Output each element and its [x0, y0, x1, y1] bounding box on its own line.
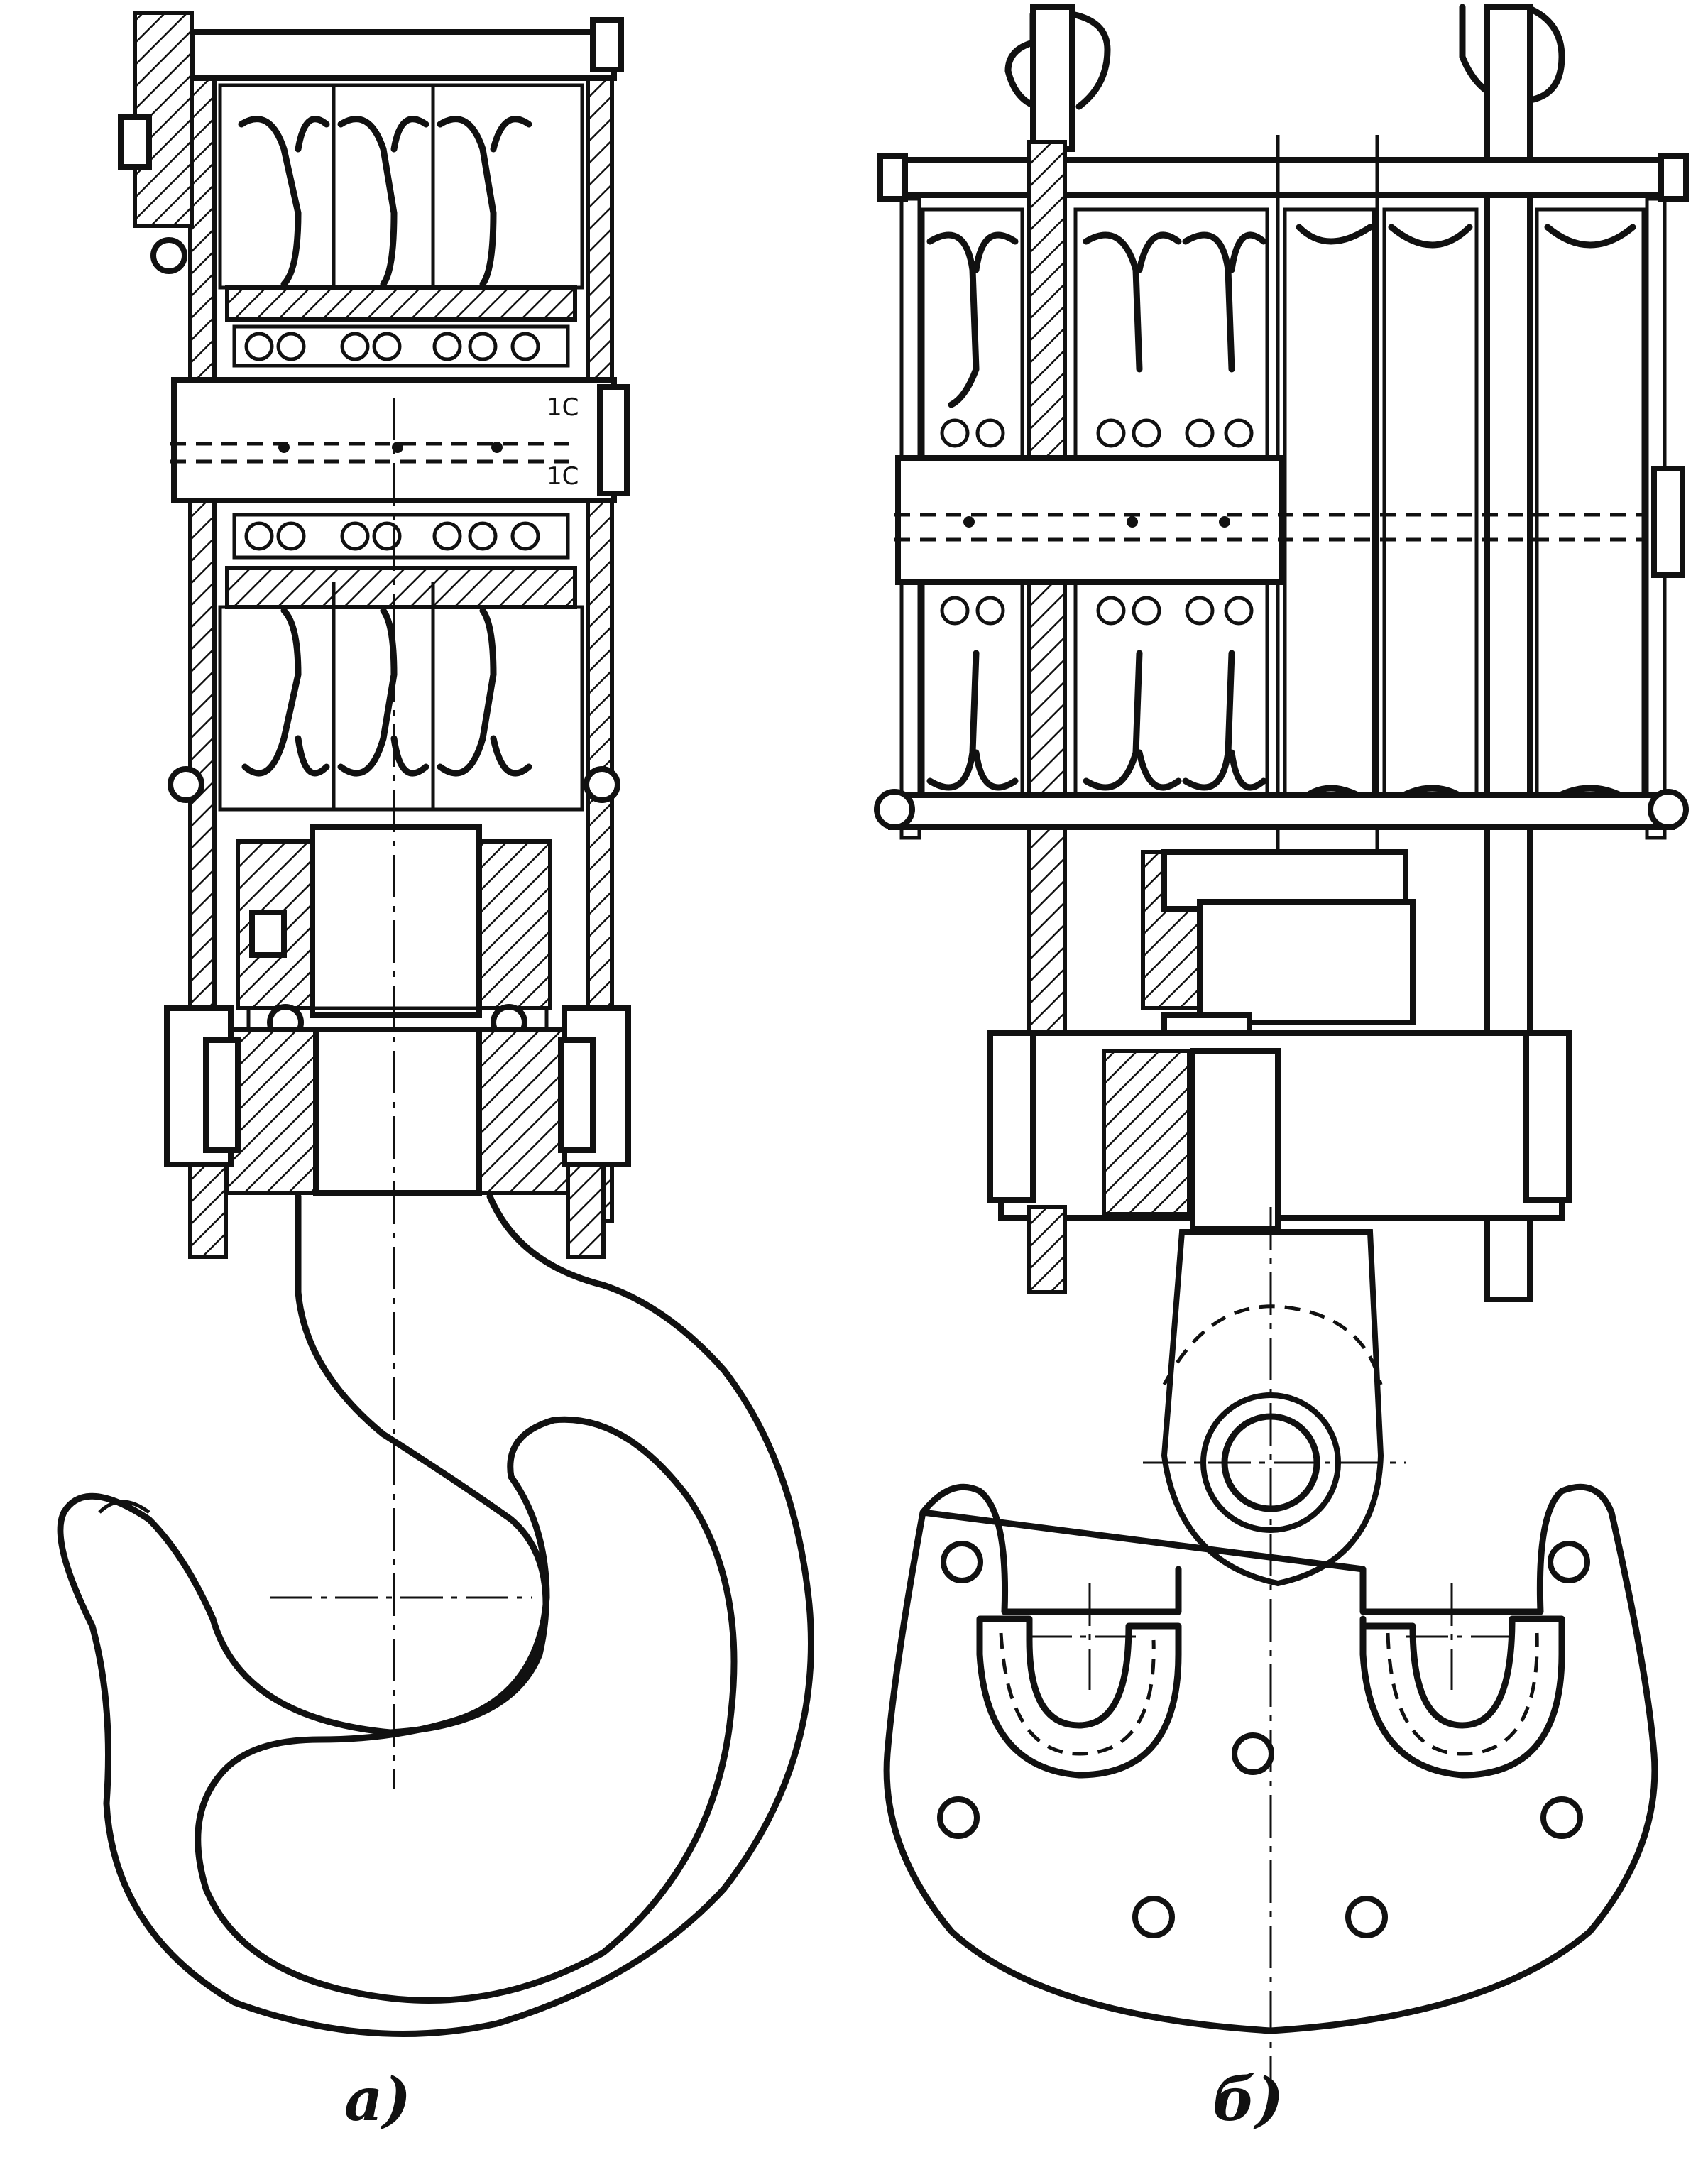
rivets-b — [937, 1541, 1590, 1938]
main-axle-a: 1С 1С — [170, 377, 630, 503]
traverse-a — [164, 398, 631, 1789]
caption-a: а) — [344, 2064, 412, 2134]
hook-block-a: 1С 1С — [57, 11, 814, 2038]
top-right-bolt-a — [590, 17, 624, 72]
lower-sheaves-a — [168, 513, 620, 812]
horn-pad-right-b — [1359, 1615, 1565, 1779]
bracket-pin-a — [150, 237, 187, 274]
caption-b: б) — [1212, 2064, 1284, 2134]
bottom-rod-b — [888, 792, 1675, 830]
horn-pad-left-b — [976, 1615, 1182, 1779]
shaft-mark-lower: 1С — [547, 462, 579, 491]
hook-a — [57, 1193, 814, 2038]
axle-b — [895, 455, 1284, 585]
top-hanger-left-b — [1004, 11, 1040, 110]
sheaves-b — [921, 207, 1646, 815]
top-rod-b — [888, 157, 1675, 198]
top-crossbar-a — [189, 29, 617, 81]
hook-block-b — [874, 4, 1689, 2095]
hook-nut-a — [236, 824, 552, 1060]
upper-sheaves-a — [218, 83, 584, 368]
shaft-mark-upper: 1С — [547, 393, 579, 422]
hook-plate-b — [883, 1483, 1658, 2034]
bracket-bolt-a — [118, 114, 152, 170]
